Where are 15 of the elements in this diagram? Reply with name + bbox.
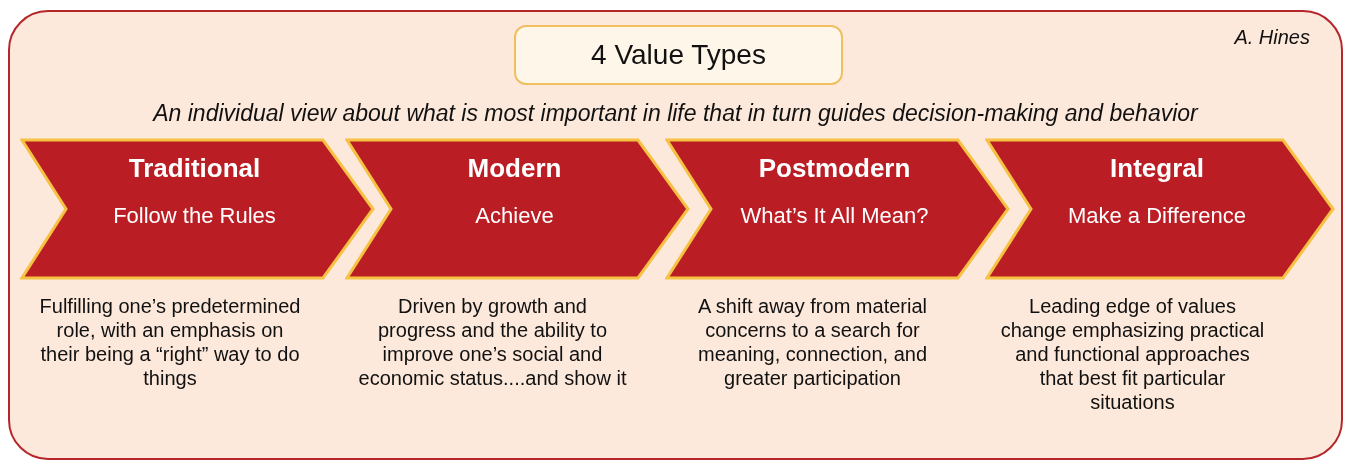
step-subheading: Make a Difference [1066, 202, 1248, 230]
description-text: Driven by growth and progress and the ability to improve one’s social and economic status....and show it [357, 294, 628, 390]
title-box: 4 Value Types [514, 25, 843, 85]
description-text: Leading edge of values change emphasizing practical and functional approaches that best fit particular situations [999, 294, 1266, 414]
step-heading: Traditional [127, 152, 262, 184]
subtitle-text: An individual view about what is most important in life that in turn guides decision-making and behavior [151, 100, 1200, 127]
step-subheading: Follow the Rules [112, 202, 277, 230]
author-credit: A. Hines [1232, 26, 1310, 49]
description-text: A shift away from material concerns to a search for meaning, connection, and greater participation [696, 294, 929, 390]
description-text: Fulfilling one’s predetermined role, with an emphasis on their being a “right” way to do things [38, 294, 302, 390]
step-heading: Postmodern [757, 152, 912, 184]
step-subheading: What’s It All Mean? [739, 202, 930, 230]
step-heading: Modern [466, 152, 563, 184]
step-heading: Integral [1109, 152, 1205, 184]
step-subheading: Achieve [474, 202, 555, 230]
